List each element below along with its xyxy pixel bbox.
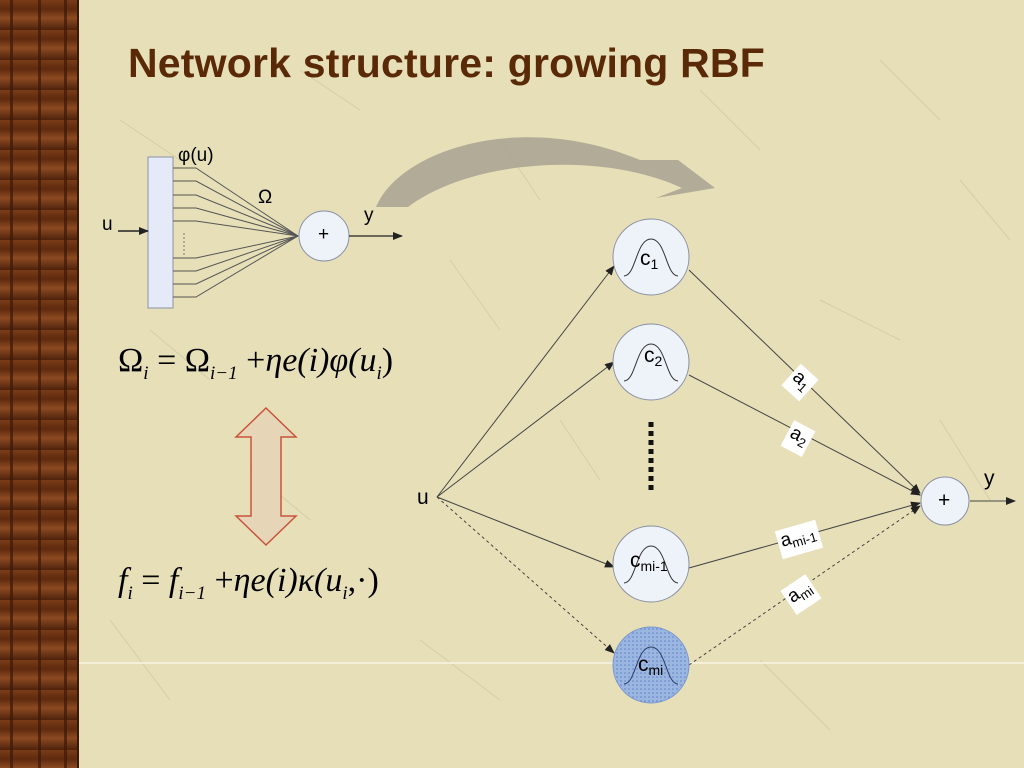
center-node-cmi-1 [612, 525, 690, 603]
center-label-cmi-1: cmi-1 [630, 549, 668, 574]
small-output-label: y [364, 205, 374, 226]
big-sum-node [920, 476, 970, 526]
small-sum-symbol: + [318, 224, 330, 245]
big-output-label: y [984, 467, 995, 490]
input-layer-bar [147, 156, 174, 309]
update-formula-f: fi = fi−1 +ηe(i)κ(ui,·) [118, 562, 379, 604]
basis-lines [173, 167, 299, 298]
center-label-c1: c1 [640, 247, 659, 272]
big-sum-symbol: + [938, 489, 951, 512]
small-input-label: u [102, 214, 113, 235]
wood-border [0, 0, 79, 768]
center-label-cmi: cmi [638, 653, 664, 678]
update-formula-omega: Ωi = Ωi−1 +ηe(i)φ(ui) [118, 342, 394, 384]
edge-u-cmi-1 [436, 496, 615, 568]
edge-u-c2 [436, 361, 615, 498]
center-node-c2 [612, 323, 690, 401]
edge-u-cmi [436, 496, 615, 654]
big-input-label: u [417, 486, 429, 509]
omega-label: Ω [258, 187, 273, 208]
center-node-c1 [612, 218, 690, 296]
phi-label: φ(u) [178, 145, 214, 166]
equivalence-double-arrow [234, 406, 298, 547]
edge-u-c1 [436, 265, 615, 498]
center-node-cmi-new [612, 626, 690, 704]
center-label-c2: c2 [644, 344, 663, 369]
curved-transition-arrow [376, 137, 715, 207]
slide-title: Network structure: growing RBF [128, 40, 765, 86]
